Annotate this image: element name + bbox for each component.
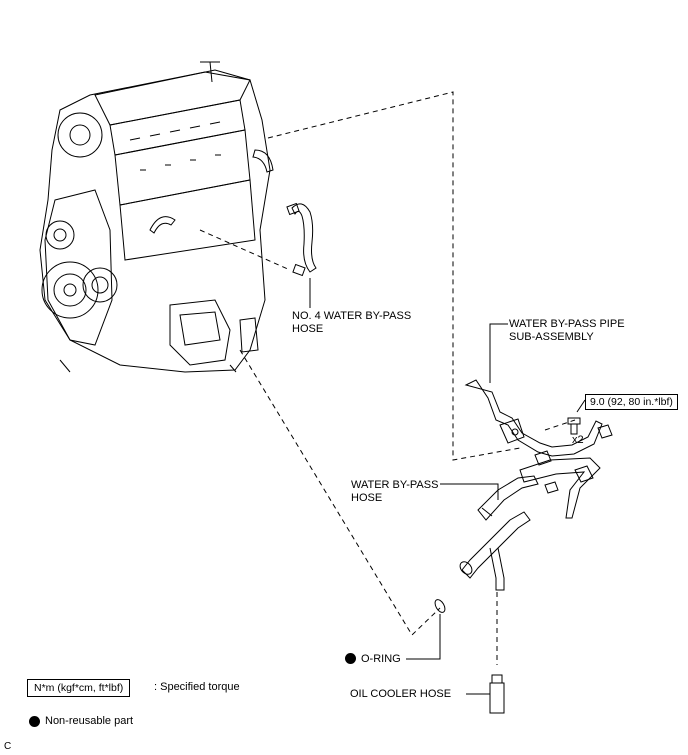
engine-illustration — [39, 61, 274, 373]
no4-water-bypass-hose — [286, 202, 317, 277]
pipe-sub-assembly-leader — [489, 323, 508, 383]
torque-spec-box: 9.0 (92, 80 in.*lbf) — [585, 394, 678, 410]
torque-leader — [576, 399, 586, 413]
legend-torque-text: : Specified torque — [154, 681, 240, 693]
legend-non-reusable-text: Non-reusable part — [45, 715, 134, 727]
oil-cooler-hose-label: OIL COOLER HOSE — [350, 688, 452, 700]
o-ring-label: O-RING — [361, 653, 401, 665]
legend-torque-box: N*m (kgf*cm, ft*lbf) — [27, 679, 131, 697]
non-reusable-icon — [345, 653, 356, 664]
water-bypass-pipe-sub-assembly — [464, 379, 613, 519]
outlet-pipe — [459, 511, 531, 591]
figure-code: C — [4, 741, 12, 752]
bypass-hose-leader — [440, 483, 499, 500]
assembly-dashed-lines — [199, 91, 576, 636]
o-ring-leader — [406, 614, 441, 660]
legend-non-reusable-icon — [29, 716, 40, 727]
water-bypass-hose-part — [477, 475, 539, 521]
bolt — [567, 417, 581, 435]
water-bypass-hose-label: WATER BY-PASS HOSE — [351, 479, 439, 504]
bolt-quantity-label: x2 — [572, 434, 584, 446]
o-ring-part — [434, 599, 446, 613]
no4-water-bypass-hose-label: NO. 4 WATER BY-PASS HOSE — [292, 310, 412, 335]
oil-cooler-hose-part — [489, 592, 505, 714]
water-bypass-pipe-label: WATER BY-PASS PIPE SUB-ASSEMBLY — [509, 318, 625, 343]
